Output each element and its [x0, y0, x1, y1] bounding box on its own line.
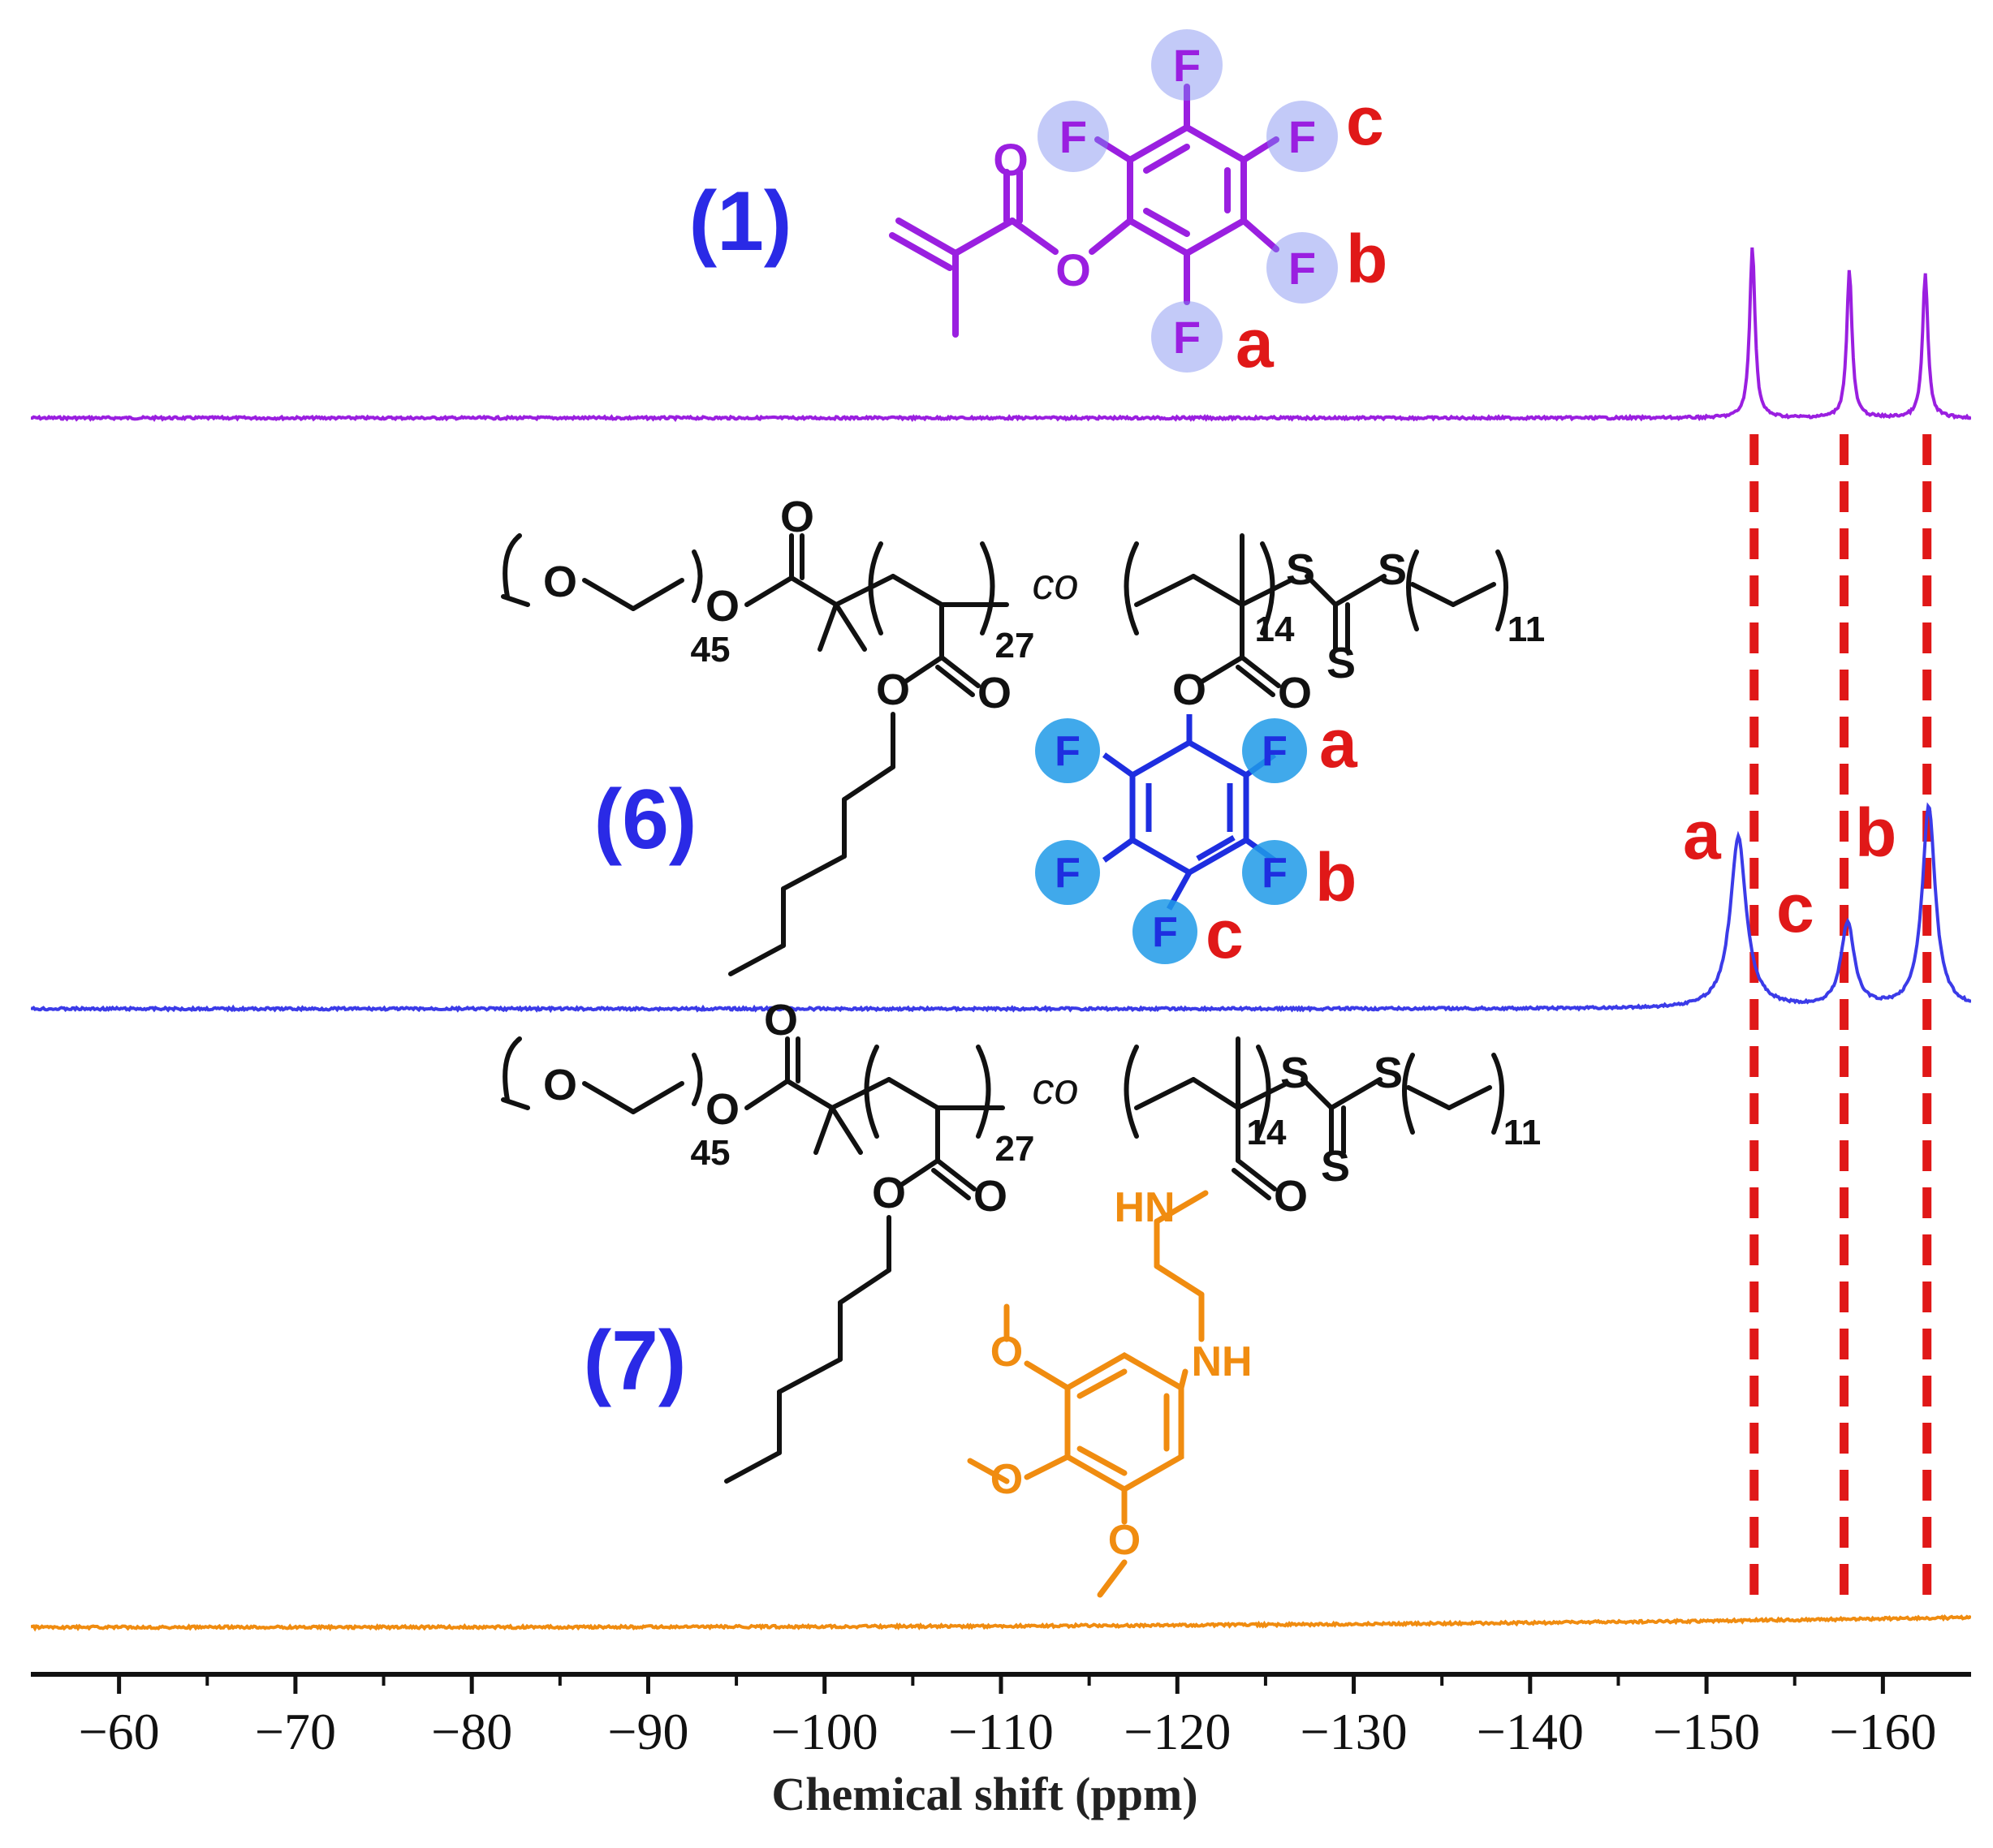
x-axis: −60 −70 −80 −90 −100 −110 −120 −130 −140 −150 −160… [31, 1672, 1971, 1820]
structure-1: O O F F F F F c b a [889, 29, 1387, 381]
svg-text:11: 11 [1508, 610, 1546, 649]
svg-text:O: O [764, 996, 798, 1045]
reference-lines [1749, 434, 1932, 1611]
peak-label-a: a [1683, 797, 1722, 873]
svg-text:F: F [1173, 312, 1201, 363]
svg-text:c: c [1206, 896, 1244, 972]
spectrum-line [31, 1614, 1971, 1632]
svg-text:45: 45 [691, 630, 731, 670]
svg-text:O: O [1172, 666, 1206, 714]
svg-text:O: O [705, 582, 740, 631]
sample-label-1: (1) [688, 174, 792, 269]
svg-text:14: 14 [1255, 610, 1295, 649]
svg-text:HN: HN [1114, 1184, 1175, 1231]
svg-text:a: a [1319, 705, 1358, 782]
peak-label-c: c [1776, 870, 1814, 946]
spectrum-line [31, 802, 1971, 1014]
svg-text:O: O [973, 1172, 1007, 1221]
x-tick-label: −60 [79, 1703, 160, 1760]
svg-text:S: S [1378, 545, 1407, 594]
svg-text:F: F [1055, 850, 1081, 897]
x-axis-title: Chemical shift (ppm) [771, 1768, 1197, 1820]
spectrum-line [31, 247, 1971, 423]
svg-text:S: S [1321, 1142, 1350, 1191]
x-tick-label: −140 [1477, 1703, 1584, 1760]
svg-text:11: 11 [1503, 1113, 1542, 1152]
svg-text:O: O [990, 1329, 1023, 1376]
svg-text:O: O [1055, 244, 1091, 295]
svg-text:O: O [543, 558, 577, 606]
svg-text:F: F [1055, 728, 1081, 775]
svg-text:27: 27 [995, 626, 1035, 666]
svg-text:O: O [872, 1169, 906, 1217]
svg-text:F: F [1288, 111, 1316, 162]
svg-text:O: O [705, 1085, 740, 1134]
svg-text:F: F [1262, 728, 1288, 775]
svg-text:co: co [1032, 560, 1078, 609]
structure-6: O O O O O O O S S S co 45 27 14 11 [501, 493, 1546, 976]
x-tick-label: −90 [607, 1703, 688, 1760]
x-tick-label: −80 [431, 1703, 512, 1760]
svg-text:S: S [1374, 1049, 1403, 1097]
sample-label-7: (7) [583, 1314, 686, 1408]
svg-text:F: F [1262, 850, 1288, 897]
x-tick-label: −100 [771, 1703, 878, 1760]
svg-text:F: F [1152, 909, 1178, 956]
svg-text:27: 27 [995, 1129, 1035, 1169]
svg-text:NH: NH [1191, 1338, 1252, 1385]
svg-text:O: O [990, 1456, 1023, 1503]
svg-text:O: O [1108, 1517, 1141, 1564]
x-tick-label: −160 [1829, 1703, 1936, 1760]
svg-text:F: F [1059, 111, 1087, 162]
svg-text:O: O [993, 134, 1029, 185]
svg-text:F: F [1173, 40, 1201, 91]
svg-text:S: S [1327, 639, 1356, 687]
x-tick-label: −130 [1300, 1703, 1407, 1760]
peak-labels-6: a c b [1683, 795, 1896, 946]
svg-text:S: S [1286, 545, 1315, 594]
svg-text:O: O [780, 493, 814, 541]
spectra [31, 247, 1971, 1632]
svg-text:b: b [1315, 839, 1357, 915]
svg-text:S: S [1280, 1049, 1309, 1097]
svg-text:b: b [1346, 221, 1387, 297]
x-tick-label: −110 [948, 1703, 1054, 1760]
svg-text:O: O [876, 666, 910, 714]
svg-text:c: c [1346, 83, 1384, 159]
svg-text:O: O [1278, 669, 1312, 717]
svg-text:O: O [543, 1061, 577, 1109]
peak-label-b: b [1855, 795, 1896, 871]
svg-text:45: 45 [691, 1133, 731, 1173]
x-tick-label: −70 [255, 1703, 336, 1760]
x-tick-label: −120 [1124, 1703, 1231, 1760]
svg-text:a: a [1236, 305, 1275, 381]
sample-label-6: (6) [593, 773, 697, 867]
x-axis-ticks: −60 −70 −80 −90 −100 −110 −120 −130 −140 −150 −160 [79, 1674, 1936, 1760]
svg-text:O: O [1274, 1172, 1308, 1221]
x-tick-label: −150 [1653, 1703, 1760, 1760]
svg-text:14: 14 [1247, 1113, 1287, 1152]
svg-text:co: co [1032, 1065, 1078, 1114]
svg-text:F: F [1288, 243, 1316, 294]
structure-7: O O O O O O S S S co 45 27 14 11 [501, 996, 1542, 1598]
svg-text:O: O [977, 669, 1012, 717]
